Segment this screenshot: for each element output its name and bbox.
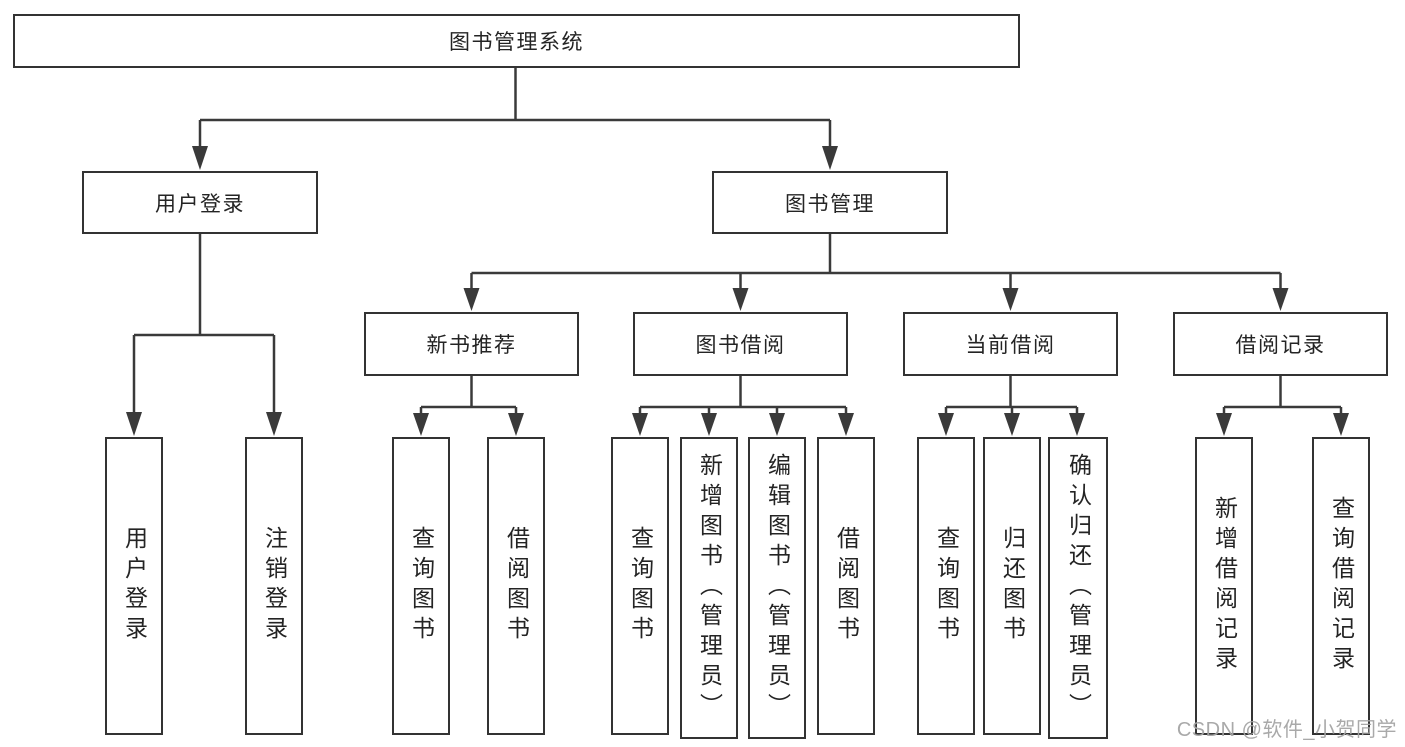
arrowhead xyxy=(1272,288,1289,311)
arrowhead xyxy=(413,413,429,436)
arrowhead xyxy=(126,412,142,436)
leaf-confirm-return-admin: 确认归还（管理员） xyxy=(1048,437,1108,739)
node-book-borrow: 图书借阅 xyxy=(633,312,848,376)
arrowhead xyxy=(1004,413,1020,436)
node-label: 图书管理 xyxy=(785,192,875,216)
arrowhead xyxy=(838,413,854,436)
node-label: 确认归还（管理员） xyxy=(1065,453,1092,723)
leaf-current-query-books: 查询图书 xyxy=(917,437,975,735)
arrowhead xyxy=(1216,413,1232,436)
arrowhead xyxy=(508,413,524,436)
arrowhead xyxy=(769,413,785,436)
csdn-watermark: CSDN @软件_小贺同学 xyxy=(1176,719,1397,741)
node-new-book-recommend: 新书推荐 xyxy=(364,312,579,376)
arrowhead xyxy=(822,146,838,170)
leaf-recommend-borrow-books: 借阅图书 xyxy=(487,437,545,735)
arrowhead xyxy=(463,288,480,311)
node-label: 借阅图书 xyxy=(833,526,860,646)
node-label: 新书推荐 xyxy=(426,334,517,357)
node-label: 查询图书 xyxy=(627,526,654,646)
node-label: 借阅记录 xyxy=(1235,334,1326,357)
leaf-return-books: 归还图书 xyxy=(983,437,1041,735)
node-user-login: 用户登录 xyxy=(82,171,318,234)
node-label: 注销登录 xyxy=(261,526,288,646)
arrowhead xyxy=(266,412,282,436)
node-label: 新增借阅记录 xyxy=(1211,496,1238,676)
node-label: 借阅图书 xyxy=(503,526,530,646)
node-root-system: 图书管理系统 xyxy=(13,14,1020,68)
node-label: 查询图书 xyxy=(933,526,960,646)
node-label: 查询图书 xyxy=(408,526,435,646)
arrowhead xyxy=(192,146,208,170)
arrowhead xyxy=(701,413,717,436)
arrowheads xyxy=(126,146,1349,436)
connector-segments xyxy=(132,68,1343,414)
leaf-add-borrow-record: 新增借阅记录 xyxy=(1195,437,1253,735)
node-book-management: 图书管理 xyxy=(712,171,948,234)
node-label: 归还图书 xyxy=(999,526,1026,646)
arrowhead xyxy=(938,413,954,436)
arrowhead xyxy=(732,288,749,311)
leaf-user-login: 用户登录 xyxy=(105,437,163,735)
leaf-edit-books-admin: 编辑图书（管理员） xyxy=(748,437,806,739)
node-label: 图书管理系统 xyxy=(449,31,584,54)
node-label: 编辑图书（管理员） xyxy=(764,453,791,723)
node-label: 当前借阅 xyxy=(965,334,1056,357)
leaf-logout: 注销登录 xyxy=(245,437,303,735)
arrowhead xyxy=(1333,413,1349,436)
node-label: 查询借阅记录 xyxy=(1328,496,1355,676)
leaf-query-borrow-record: 查询借阅记录 xyxy=(1312,437,1370,735)
node-label: 图书借阅 xyxy=(695,334,786,357)
node-label: 用户登录 xyxy=(155,192,245,216)
node-borrow-records: 借阅记录 xyxy=(1173,312,1388,376)
arrowhead xyxy=(632,413,648,436)
node-label: 新增图书（管理员） xyxy=(696,453,723,723)
arrowhead xyxy=(1002,288,1019,311)
node-current-borrow: 当前借阅 xyxy=(903,312,1118,376)
leaf-borrow-query-books: 查询图书 xyxy=(611,437,669,735)
leaf-recommend-query-books: 查询图书 xyxy=(392,437,450,735)
node-label: 用户登录 xyxy=(121,526,148,646)
leaf-add-books-admin: 新增图书（管理员） xyxy=(680,437,738,739)
arrowhead xyxy=(1069,413,1085,436)
leaf-borrow-books: 借阅图书 xyxy=(817,437,875,735)
